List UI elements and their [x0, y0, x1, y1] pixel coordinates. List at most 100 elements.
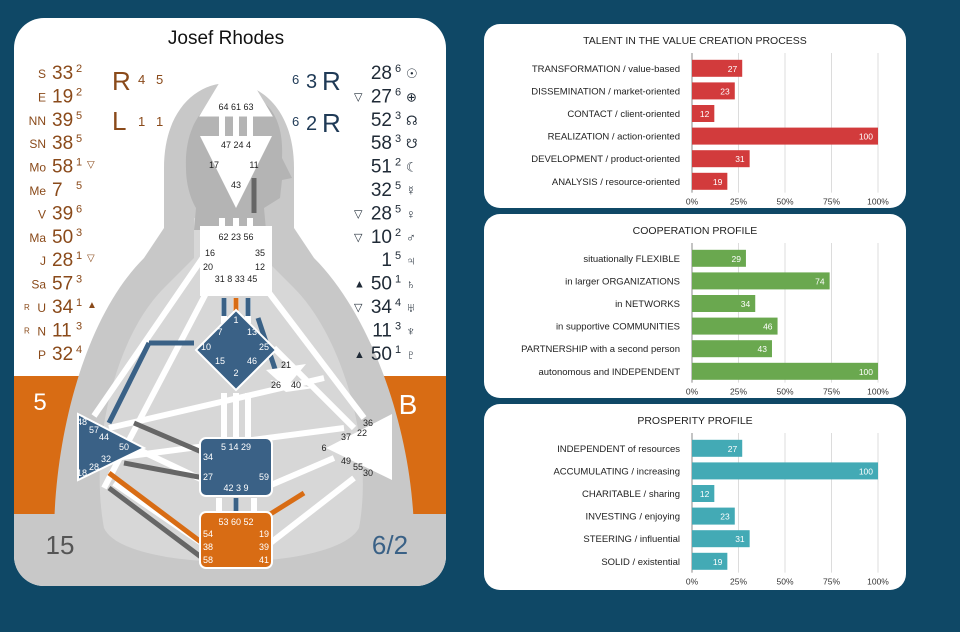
- design-planet: V: [38, 207, 46, 221]
- svg-text:22: 22: [357, 428, 367, 438]
- svg-text:1: 1: [138, 114, 145, 129]
- planet-icon: ♂: [406, 230, 416, 245]
- bar-value-label: 43: [758, 344, 768, 354]
- throat-center: [200, 226, 272, 296]
- left-variables: R 4 5 L 1 1: [112, 66, 163, 136]
- svg-text:59: 59: [259, 472, 269, 482]
- design-line: 3: [76, 274, 82, 286]
- gate-ajna-top: 47 24 4: [221, 140, 251, 150]
- personality-gate: 51: [371, 157, 392, 178]
- design-line: 6: [76, 203, 82, 215]
- design-mark: ▽: [87, 253, 95, 264]
- activated-channels: [106, 178, 306, 565]
- solar-plexus-gates: 36 22 37 6 49 55 30: [321, 418, 373, 478]
- tick-label: 50%: [776, 577, 793, 587]
- design-line: 2: [76, 63, 82, 75]
- category-label: DISSEMINATION / market-oriented: [531, 86, 680, 97]
- svg-text:31 8 33 45: 31 8 33 45: [215, 274, 258, 284]
- tick-label: 50%: [776, 387, 793, 397]
- bar-value-label: 100: [859, 367, 873, 377]
- design-gate: 7: [52, 180, 63, 201]
- planet-icon: ☾: [406, 160, 418, 175]
- svg-text:32: 32: [101, 454, 111, 464]
- person-name: Josef Rhodes: [168, 28, 284, 49]
- svg-text:11: 11: [249, 160, 258, 170]
- tick-label: 75%: [823, 387, 840, 397]
- category-label: in NETWORKS: [615, 299, 680, 310]
- personality-mark: ▽: [354, 302, 363, 314]
- design-line: 2: [76, 86, 82, 98]
- design-gate: 58: [52, 157, 73, 178]
- design-retro-mark: R: [24, 303, 30, 312]
- gate-throat-1: 62 23 56: [218, 232, 253, 242]
- design-planet: NN: [29, 114, 46, 128]
- design-line: 5: [76, 180, 82, 192]
- svg-text:4: 4: [138, 72, 145, 87]
- design-retro-mark: R: [24, 326, 30, 335]
- personality-line: 5: [395, 180, 401, 192]
- bar-value-label: 74: [815, 276, 825, 286]
- svg-text:46: 46: [247, 356, 257, 366]
- tick-label: 0%: [686, 387, 699, 397]
- category-label: SOLID / existential: [601, 557, 680, 568]
- bar: [692, 362, 878, 380]
- design-mark: ▽: [87, 160, 95, 171]
- planet-icon: ☋: [406, 136, 418, 151]
- bar: [692, 462, 878, 480]
- spleen-center: [77, 412, 147, 482]
- planet-icon: ☉: [406, 66, 418, 81]
- design-gate: 39: [52, 110, 73, 131]
- svg-text:1: 1: [233, 315, 238, 325]
- corner-number: 15: [46, 530, 75, 560]
- g-center: [194, 308, 278, 392]
- design-gate: 19: [52, 86, 73, 107]
- personality-mark: ▲: [354, 349, 365, 361]
- svg-text:6: 6: [292, 114, 299, 129]
- planet-icon: ♇: [406, 347, 416, 362]
- svg-text:54: 54: [203, 529, 213, 539]
- svg-text:20: 20: [203, 262, 213, 272]
- planet-icon: ☊: [406, 113, 418, 128]
- root-gates: 53 60 52 54 19 38 39 58 41: [203, 517, 269, 565]
- bar: [692, 439, 743, 457]
- bar: [692, 485, 715, 502]
- design-gate: 33: [52, 63, 73, 84]
- gate-labels: 64 61 63 47 24 4 17 11 43 62 23 56 16 35…: [203, 102, 265, 284]
- design-planet: S: [38, 67, 46, 81]
- bar: [692, 59, 743, 77]
- svg-text:R: R: [322, 66, 341, 96]
- category-label: REALIZATION / action-oriented: [548, 132, 680, 143]
- svg-text:6: 6: [292, 72, 299, 87]
- bar: [692, 150, 750, 168]
- tick-label: 100%: [867, 387, 889, 397]
- planet-icon: ♃: [406, 253, 416, 268]
- left-band-label: 5: [33, 389, 46, 416]
- design-planet: U: [37, 301, 46, 315]
- bar-value-label: 12: [700, 109, 710, 119]
- personality-mark: ▽: [354, 232, 363, 244]
- personality-line: 6: [395, 86, 401, 98]
- svg-text:53 60 52: 53 60 52: [218, 517, 253, 527]
- svg-text:41: 41: [259, 555, 269, 565]
- svg-text:28: 28: [89, 462, 99, 472]
- svg-text:49: 49: [341, 456, 351, 466]
- design-planet: E: [38, 90, 46, 104]
- bar: [692, 105, 715, 122]
- svg-text:39: 39: [259, 542, 269, 552]
- svg-text:5: 5: [156, 72, 163, 87]
- design-line: 5: [76, 110, 82, 122]
- personality-gate: 10: [371, 227, 392, 248]
- svg-text:13: 13: [247, 327, 257, 337]
- design-planet: N: [37, 324, 46, 338]
- category-label: ACCUMULATING / increasing: [553, 466, 680, 477]
- personality-gate: 34: [371, 297, 393, 318]
- personality-line: 1: [395, 344, 401, 356]
- design-line: 1: [76, 157, 82, 169]
- planet-icon: ♅: [406, 300, 416, 315]
- personality-line: 6: [395, 63, 401, 75]
- bar-value-label: 23: [720, 512, 730, 522]
- planet-icon: ♄: [406, 277, 416, 292]
- category-label: CHARITABLE / sharing: [582, 489, 680, 500]
- solar-plexus-center: [326, 414, 392, 480]
